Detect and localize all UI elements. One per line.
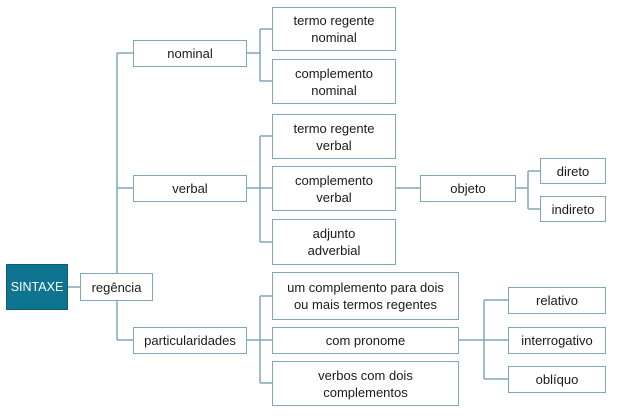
complemento-verbal-label: complemento verbal	[294, 172, 374, 205]
node-adjunto-adverbial: adjunto adverbial	[272, 219, 396, 265]
um-complemento-label: um complemento para dois ou mais termos …	[287, 280, 444, 312]
node-pronome-obliquo: oblíquo	[508, 366, 606, 393]
node-nominal: nominal	[133, 40, 247, 67]
root-node-sintaxe: SINTAXE	[6, 264, 68, 310]
node-verbos-dois-complementos: verbos com dois complementos	[272, 361, 459, 406]
node-termo-regente-verbal: termo regente verbal	[272, 114, 396, 159]
node-particularidades: particularidades	[133, 327, 247, 354]
node-verbal: verbal	[133, 175, 247, 202]
node-objeto-indireto: indireto	[540, 196, 606, 222]
indireto-label: indireto	[551, 201, 595, 217]
obliquo-label: oblíquo	[535, 372, 579, 387]
com-pronome-label: com pronome	[325, 333, 406, 348]
node-objeto-direto: direto	[540, 158, 606, 184]
node-um-complemento: um complemento para dois ou mais termos …	[272, 272, 459, 320]
node-regencia: regência	[80, 273, 153, 301]
node-pronome-interrogativo: interrogativo	[508, 327, 606, 354]
relativo-label: relativo	[536, 293, 578, 308]
node-complemento-nominal: complemento nominal	[272, 59, 396, 104]
adjunto-adverbial-label: adjunto adverbial	[307, 226, 361, 258]
interrogativo-label: interrogativo	[521, 333, 593, 348]
termo-regente-verbal-label: termo regente verbal	[293, 120, 375, 153]
termo-regente-nominal-label: termo regente nominal	[293, 13, 375, 45]
objeto-label: objeto	[450, 181, 486, 196]
node-pronome-relativo: relativo	[508, 287, 606, 314]
node-termo-regente-nominal: termo regente nominal	[272, 7, 396, 51]
node-com-pronome: com pronome	[272, 327, 459, 354]
direto-label: direto	[556, 163, 590, 179]
root-label: SINTAXE	[10, 279, 64, 294]
verbal-label: verbal	[172, 181, 208, 196]
complemento-nominal-label: complemento nominal	[294, 65, 374, 98]
nominal-label: nominal	[167, 46, 213, 61]
particularidades-label: particularidades	[144, 333, 236, 348]
verbos-dois-complementos-label: verbos com dois complementos	[318, 367, 413, 400]
node-objeto: objeto	[420, 175, 516, 202]
regencia-label: regência	[91, 279, 142, 295]
node-complemento-verbal: complemento verbal	[272, 166, 396, 211]
